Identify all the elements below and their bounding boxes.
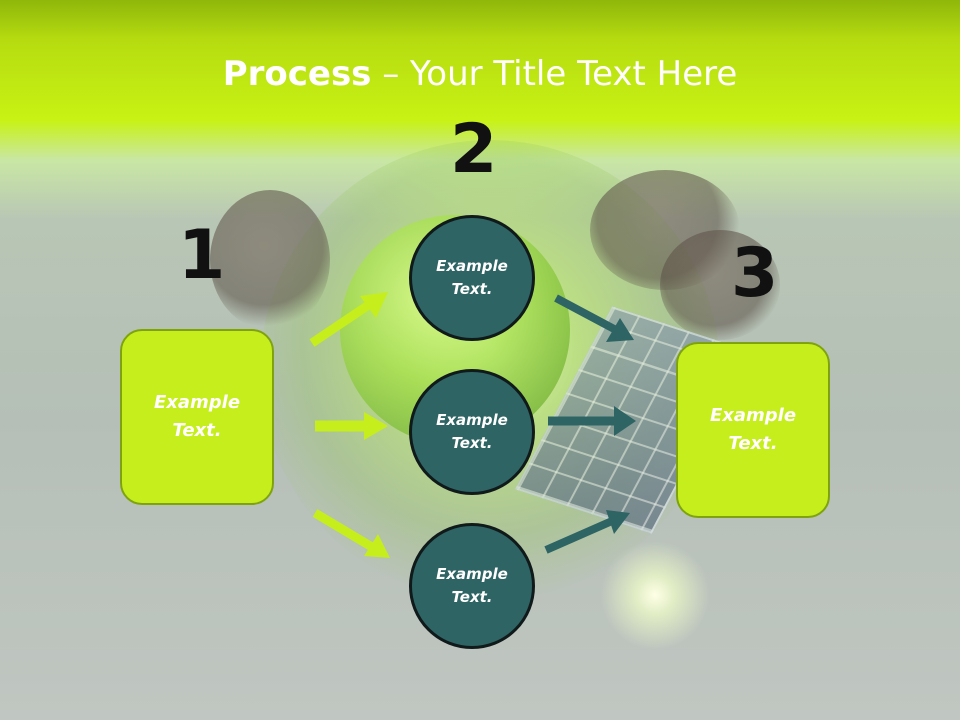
arrow-right-bottom — [544, 510, 630, 554]
step-3-box-text: Example Text. — [709, 405, 797, 454]
step-1-box-text: Example Text. — [153, 392, 241, 441]
background-tree — [660, 230, 780, 340]
step-2-circle-top[interactable]: Example Text. — [409, 215, 535, 341]
step-number-3: 3 — [731, 234, 779, 313]
step-number-2: 2 — [450, 110, 498, 189]
step-number-1: 1 — [178, 216, 226, 295]
circle-middle-text: Example Text. — [436, 411, 508, 452]
background-bulb-glow — [600, 540, 710, 650]
title-bold: Process — [222, 54, 372, 94]
arrow-right-middle — [548, 406, 636, 436]
arrow-left-top — [309, 292, 388, 347]
step-1-box[interactable]: Example Text. — [120, 329, 274, 505]
page-title: Process – Your Title Text Here — [0, 52, 960, 96]
circle-bottom-text: Example Text. — [436, 565, 508, 606]
step-2-circle-middle[interactable]: Example Text. — [409, 369, 535, 495]
arrow-left-bottom — [312, 509, 390, 558]
step-3-box[interactable]: Example Text. — [676, 342, 830, 518]
circle-top-text: Example Text. — [436, 257, 508, 298]
arrow-left-middle — [315, 412, 388, 440]
title-rest: – Your Title Text Here — [371, 54, 738, 94]
background-tree — [210, 190, 330, 330]
step-2-circle-bottom[interactable]: Example Text. — [409, 523, 535, 649]
arrow-right-top — [554, 294, 634, 342]
